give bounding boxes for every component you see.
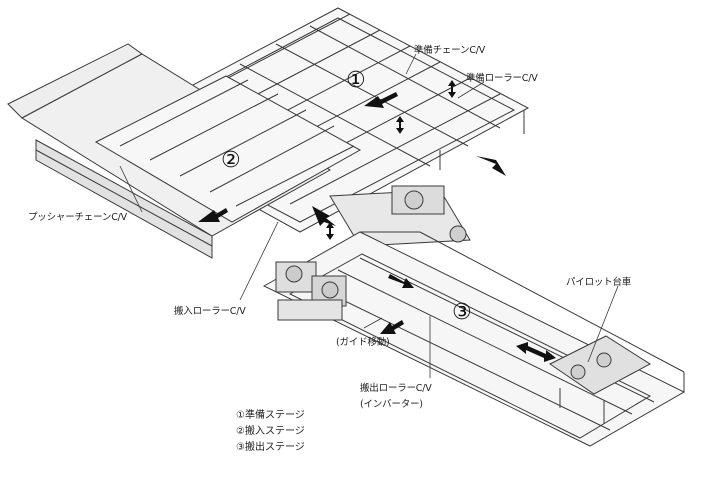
stage-3-number: ③ — [452, 300, 472, 325]
stage-1-number: ① — [346, 68, 366, 93]
updown-arrow-icon — [396, 116, 404, 134]
arrow-icon — [516, 342, 556, 362]
motion-arrows — [198, 80, 556, 362]
label-pusher-chain: プッシャーチェーンC/V — [28, 212, 127, 223]
label-guide-move: (ガイド移動) — [336, 337, 390, 348]
label-prep-chain: 準備チェーンC/V — [414, 45, 486, 56]
label-inverter: (インバーター) — [360, 399, 423, 410]
arrow-icon — [388, 274, 414, 288]
label-prep-roller: 準備ローラーC/V — [466, 73, 538, 84]
legend-item-stage-1: ①準備ステージ — [236, 410, 305, 421]
label-carry-in-roller: 搬入ローラーC/V — [174, 306, 246, 317]
stage-legend: ①準備ステージ ②搬入ステージ ③搬出ステージ — [236, 408, 305, 456]
arrow-icon — [476, 156, 506, 176]
arrow-icon — [364, 92, 398, 108]
stage-2-number: ② — [221, 148, 241, 173]
arrow-icon — [380, 320, 404, 334]
legend-item-stage-2: ②搬入ステージ — [236, 426, 305, 437]
arrow-icon — [198, 208, 228, 222]
label-pilot-cart: パイロット台車 — [566, 277, 632, 288]
label-carry-out-roller: 搬出ローラーC/V — [360, 383, 432, 394]
carry-in-stage-frame — [94, 75, 362, 223]
legend-item-stage-3: ③搬出ステージ — [236, 442, 305, 453]
arrow-icon — [312, 206, 336, 226]
updown-arrow-icon — [326, 222, 334, 240]
leader-lines — [119, 53, 619, 378]
updown-arrow-icon — [448, 80, 456, 98]
